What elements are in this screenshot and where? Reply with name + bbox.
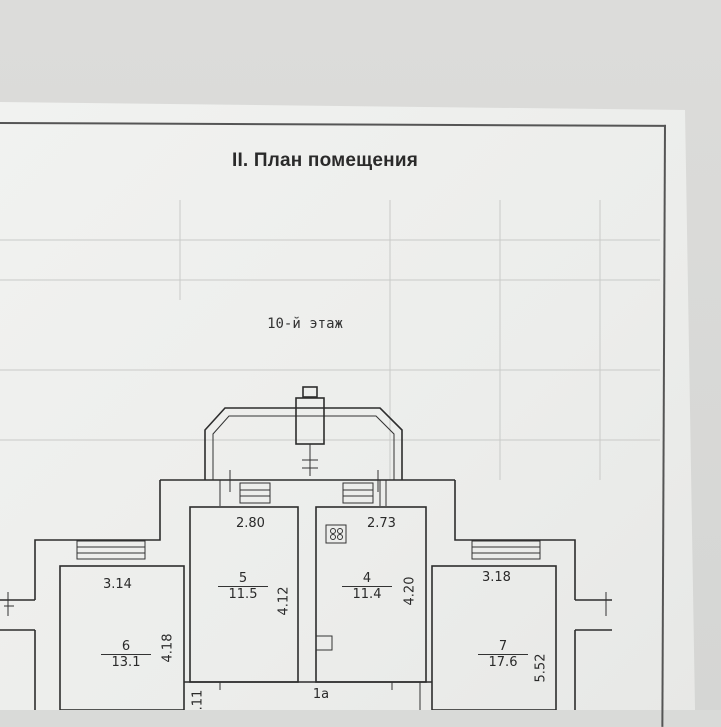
room-6-area: 13.1 (101, 654, 151, 670)
room-1a-number: 1а (312, 687, 330, 702)
room-5-width: 2.80 (236, 516, 265, 531)
room-6-depth: 4.18 (160, 633, 176, 663)
room-6-number: 6 (121, 639, 131, 654)
room-5-depth: 4.12 (276, 586, 292, 616)
room-6-width: 3.14 (103, 577, 132, 592)
room-walls (59, 506, 557, 710)
room-7-area: 17.6 (478, 654, 528, 670)
room-7-width: 3.18 (482, 570, 511, 585)
floor-label: 10-й этаж (267, 316, 343, 332)
ventilation-icon (325, 524, 347, 544)
room-4-depth: 4.20 (402, 576, 418, 606)
room-5-area: 11.5 (218, 586, 268, 602)
room-7-number: 7 (498, 639, 508, 654)
paper-sheet (0, 102, 695, 710)
room-5-number: 5 (238, 571, 248, 586)
room-4-area: 11.4 (342, 586, 392, 602)
floor-plan-drawing (0, 200, 660, 710)
vent-block (295, 386, 325, 476)
room-4-number: 4 (362, 571, 372, 586)
room-1a-depth: .11 (190, 689, 206, 711)
room-5-label: 5 11.5 (218, 572, 268, 602)
room-4-width: 2.73 (367, 516, 396, 531)
balcony (204, 407, 403, 480)
room-1a-label: 1а (296, 688, 346, 702)
room-6-label: 6 13.1 (101, 640, 151, 670)
room-4-label: 4 11.4 (342, 572, 392, 602)
show-through-lines (0, 200, 660, 480)
room-7-label: 7 17.6 (478, 640, 528, 670)
page-title: II. План помещения (231, 150, 419, 171)
exterior-walls (0, 479, 612, 710)
room-7-depth: 5.52 (533, 653, 549, 683)
window-ledges (76, 470, 541, 560)
